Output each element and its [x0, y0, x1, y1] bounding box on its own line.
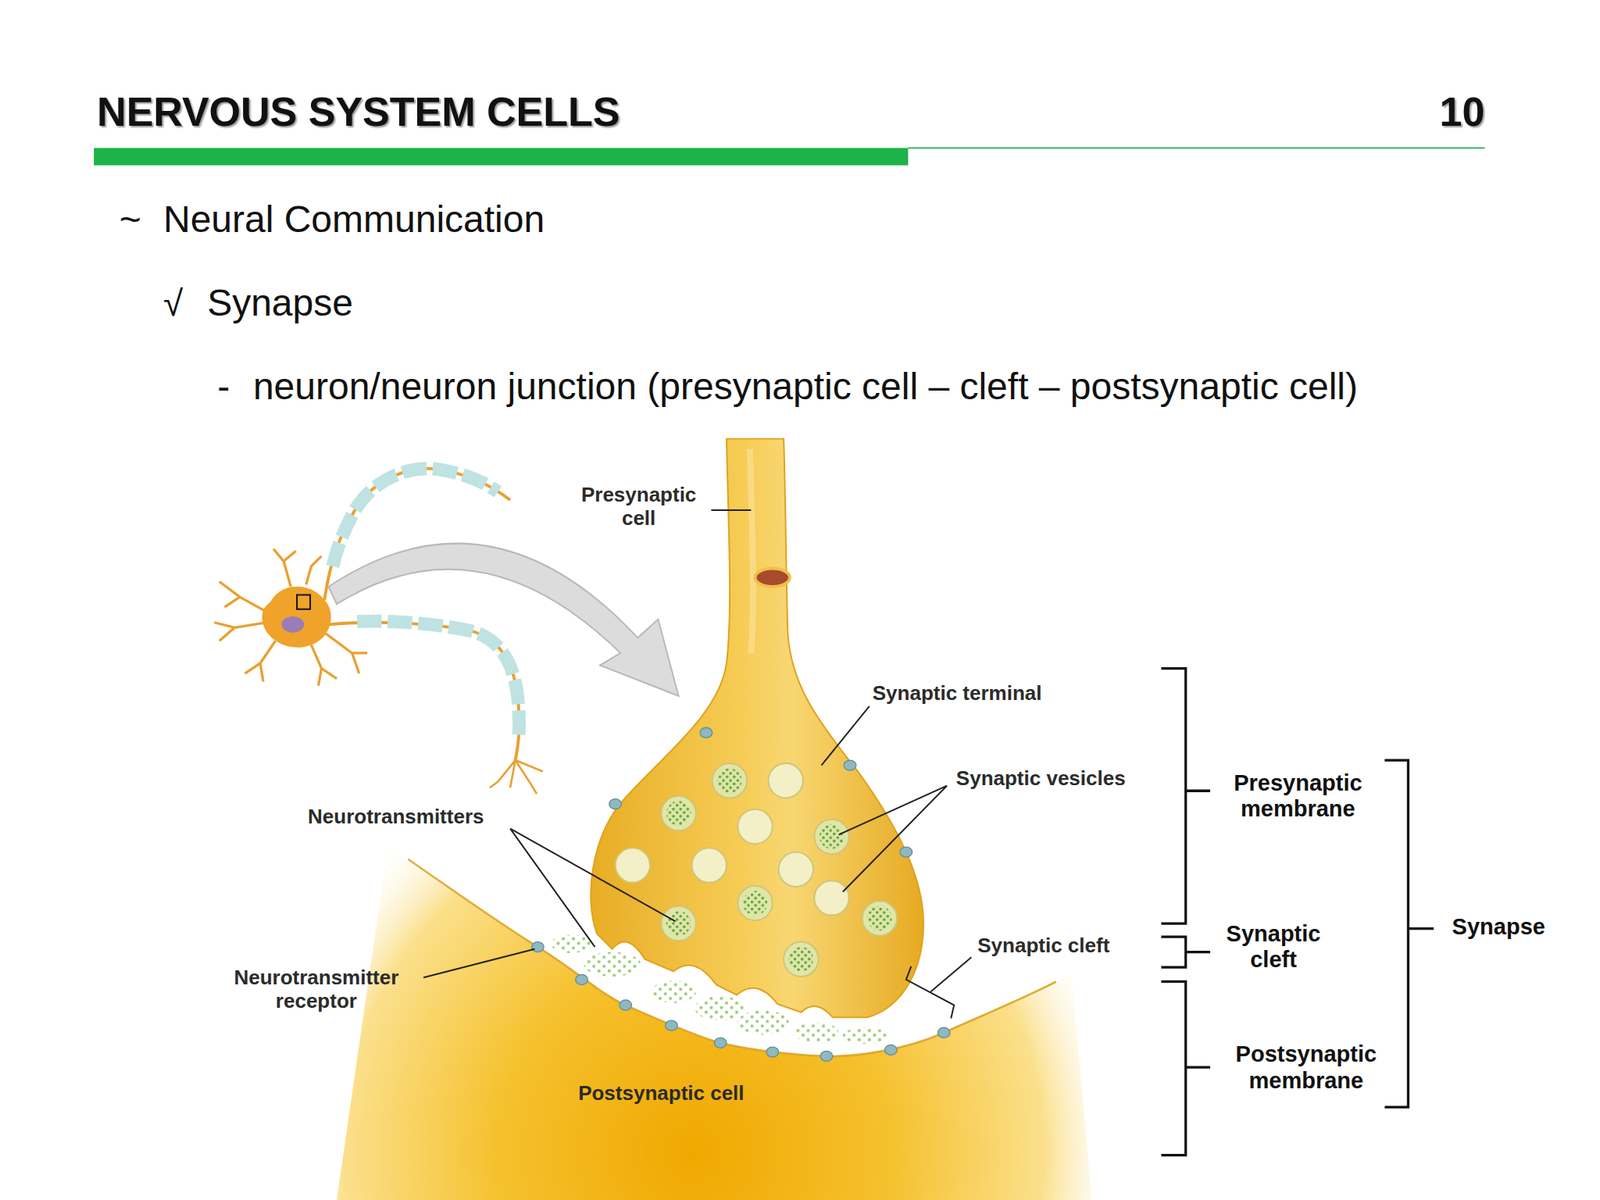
receptor: [714, 1037, 727, 1048]
vesicle-content: [666, 800, 691, 825]
bullet-marker: -: [217, 364, 230, 408]
zoom-arrow: [328, 543, 679, 697]
membrane-protein: [609, 799, 622, 810]
neurotransmitter-clouds: [550, 934, 888, 1044]
vesicle: [660, 796, 696, 831]
bullet-marker: √: [163, 282, 183, 324]
leader-line: [930, 957, 972, 992]
zoom-box: [296, 594, 311, 609]
vesicle-content: [742, 890, 768, 915]
cleft-bracket: [906, 966, 954, 1019]
vesicle-content: [867, 906, 892, 931]
bracket-label: Synapse: [1452, 914, 1546, 941]
vesicle: [814, 819, 849, 854]
vesicle-content: [819, 824, 844, 849]
vesicle: [737, 809, 772, 844]
nucleus: [281, 616, 304, 633]
receptor: [665, 1020, 679, 1031]
myelin-sheath: [357, 621, 519, 740]
leader-line: [821, 706, 869, 766]
bullet-text: Synapse: [207, 281, 354, 325]
vesicle: [814, 880, 849, 915]
receptor: [820, 1050, 833, 1061]
vesicle: [783, 942, 818, 977]
bullet-text: neuron/neuron junction (presynaptic cell…: [253, 364, 1358, 408]
callout-label: Neurotransmitters: [307, 805, 484, 829]
membrane-protein: [900, 846, 913, 858]
callout-label: Synaptic vesicles: [956, 767, 1126, 791]
bracket: [1160, 936, 1211, 968]
bracket-label: Postsynaptic membrane: [1235, 1041, 1378, 1094]
callout-label: Postsynaptic cell: [578, 1082, 744, 1106]
neuron-icon: [214, 468, 543, 794]
vesicle: [862, 900, 897, 936]
neurotransmitter-cloud: [650, 980, 696, 1004]
callout-label: Neurotransmitter receptor: [233, 966, 399, 1014]
receptor: [531, 942, 544, 953]
neurotransmitter-cloud: [694, 996, 744, 1021]
bracket: [1384, 760, 1434, 1108]
page-number: 10: [1439, 89, 1486, 136]
axon-highlight: [750, 449, 754, 654]
receptor: [884, 1044, 897, 1055]
slide-title: NERVOUS SYSTEM CELLS: [96, 89, 620, 136]
receptor: [937, 1027, 950, 1038]
title-rule: [93, 147, 908, 165]
vesicle: [737, 885, 772, 921]
neurotransmitter-cloud: [550, 934, 592, 954]
bracket: [1160, 668, 1211, 925]
leader-line: [510, 828, 676, 948]
vesicle: [660, 906, 696, 941]
vesicle: [712, 763, 747, 798]
receptor: [575, 974, 589, 985]
vesicle: [778, 852, 814, 887]
bullet-text: Neural Communication: [163, 197, 545, 241]
bracket-label: Presynaptic membrane: [1233, 769, 1362, 822]
axon-terminals: [489, 760, 543, 794]
axon-cut-opening: [755, 568, 790, 588]
vesicle-content: [717, 768, 742, 793]
leader-line: [839, 785, 947, 893]
leader-lines: [423, 510, 972, 1018]
neurotransmitter-cloud: [793, 1022, 839, 1043]
bracket: [1160, 981, 1211, 1155]
callout-label: Synaptic cleft: [977, 934, 1110, 958]
neurotransmitter-cloud: [737, 1010, 789, 1035]
vesicle: [768, 763, 804, 798]
callout-label: Presynaptic cell: [581, 483, 697, 531]
vesicle-content: [789, 946, 814, 972]
vesicle: [615, 847, 650, 883]
leader-line: [423, 949, 535, 979]
synaptic-vesicles: [615, 763, 897, 977]
callout-label: Synaptic terminal: [872, 682, 1043, 706]
receptor: [766, 1046, 779, 1058]
brackets: [1160, 668, 1434, 1156]
title-rule-thin: [907, 146, 1485, 149]
leader-line: [710, 509, 751, 511]
vesicle: [692, 847, 727, 883]
receptor: [619, 1000, 633, 1011]
bracket-label: Synaptic cleft: [1226, 921, 1322, 974]
receptors: [531, 942, 950, 1062]
cell-body: [261, 586, 331, 648]
membrane-protein: [843, 760, 857, 771]
membrane-protein: [700, 727, 713, 738]
dendrites: [214, 549, 368, 686]
neurotransmitter-cloud: [842, 1027, 888, 1044]
vesicle-content: [666, 910, 691, 936]
neurotransmitter-cloud: [583, 952, 641, 977]
membrane-proteins: [609, 727, 913, 858]
bullet-marker: ~: [119, 197, 142, 241]
